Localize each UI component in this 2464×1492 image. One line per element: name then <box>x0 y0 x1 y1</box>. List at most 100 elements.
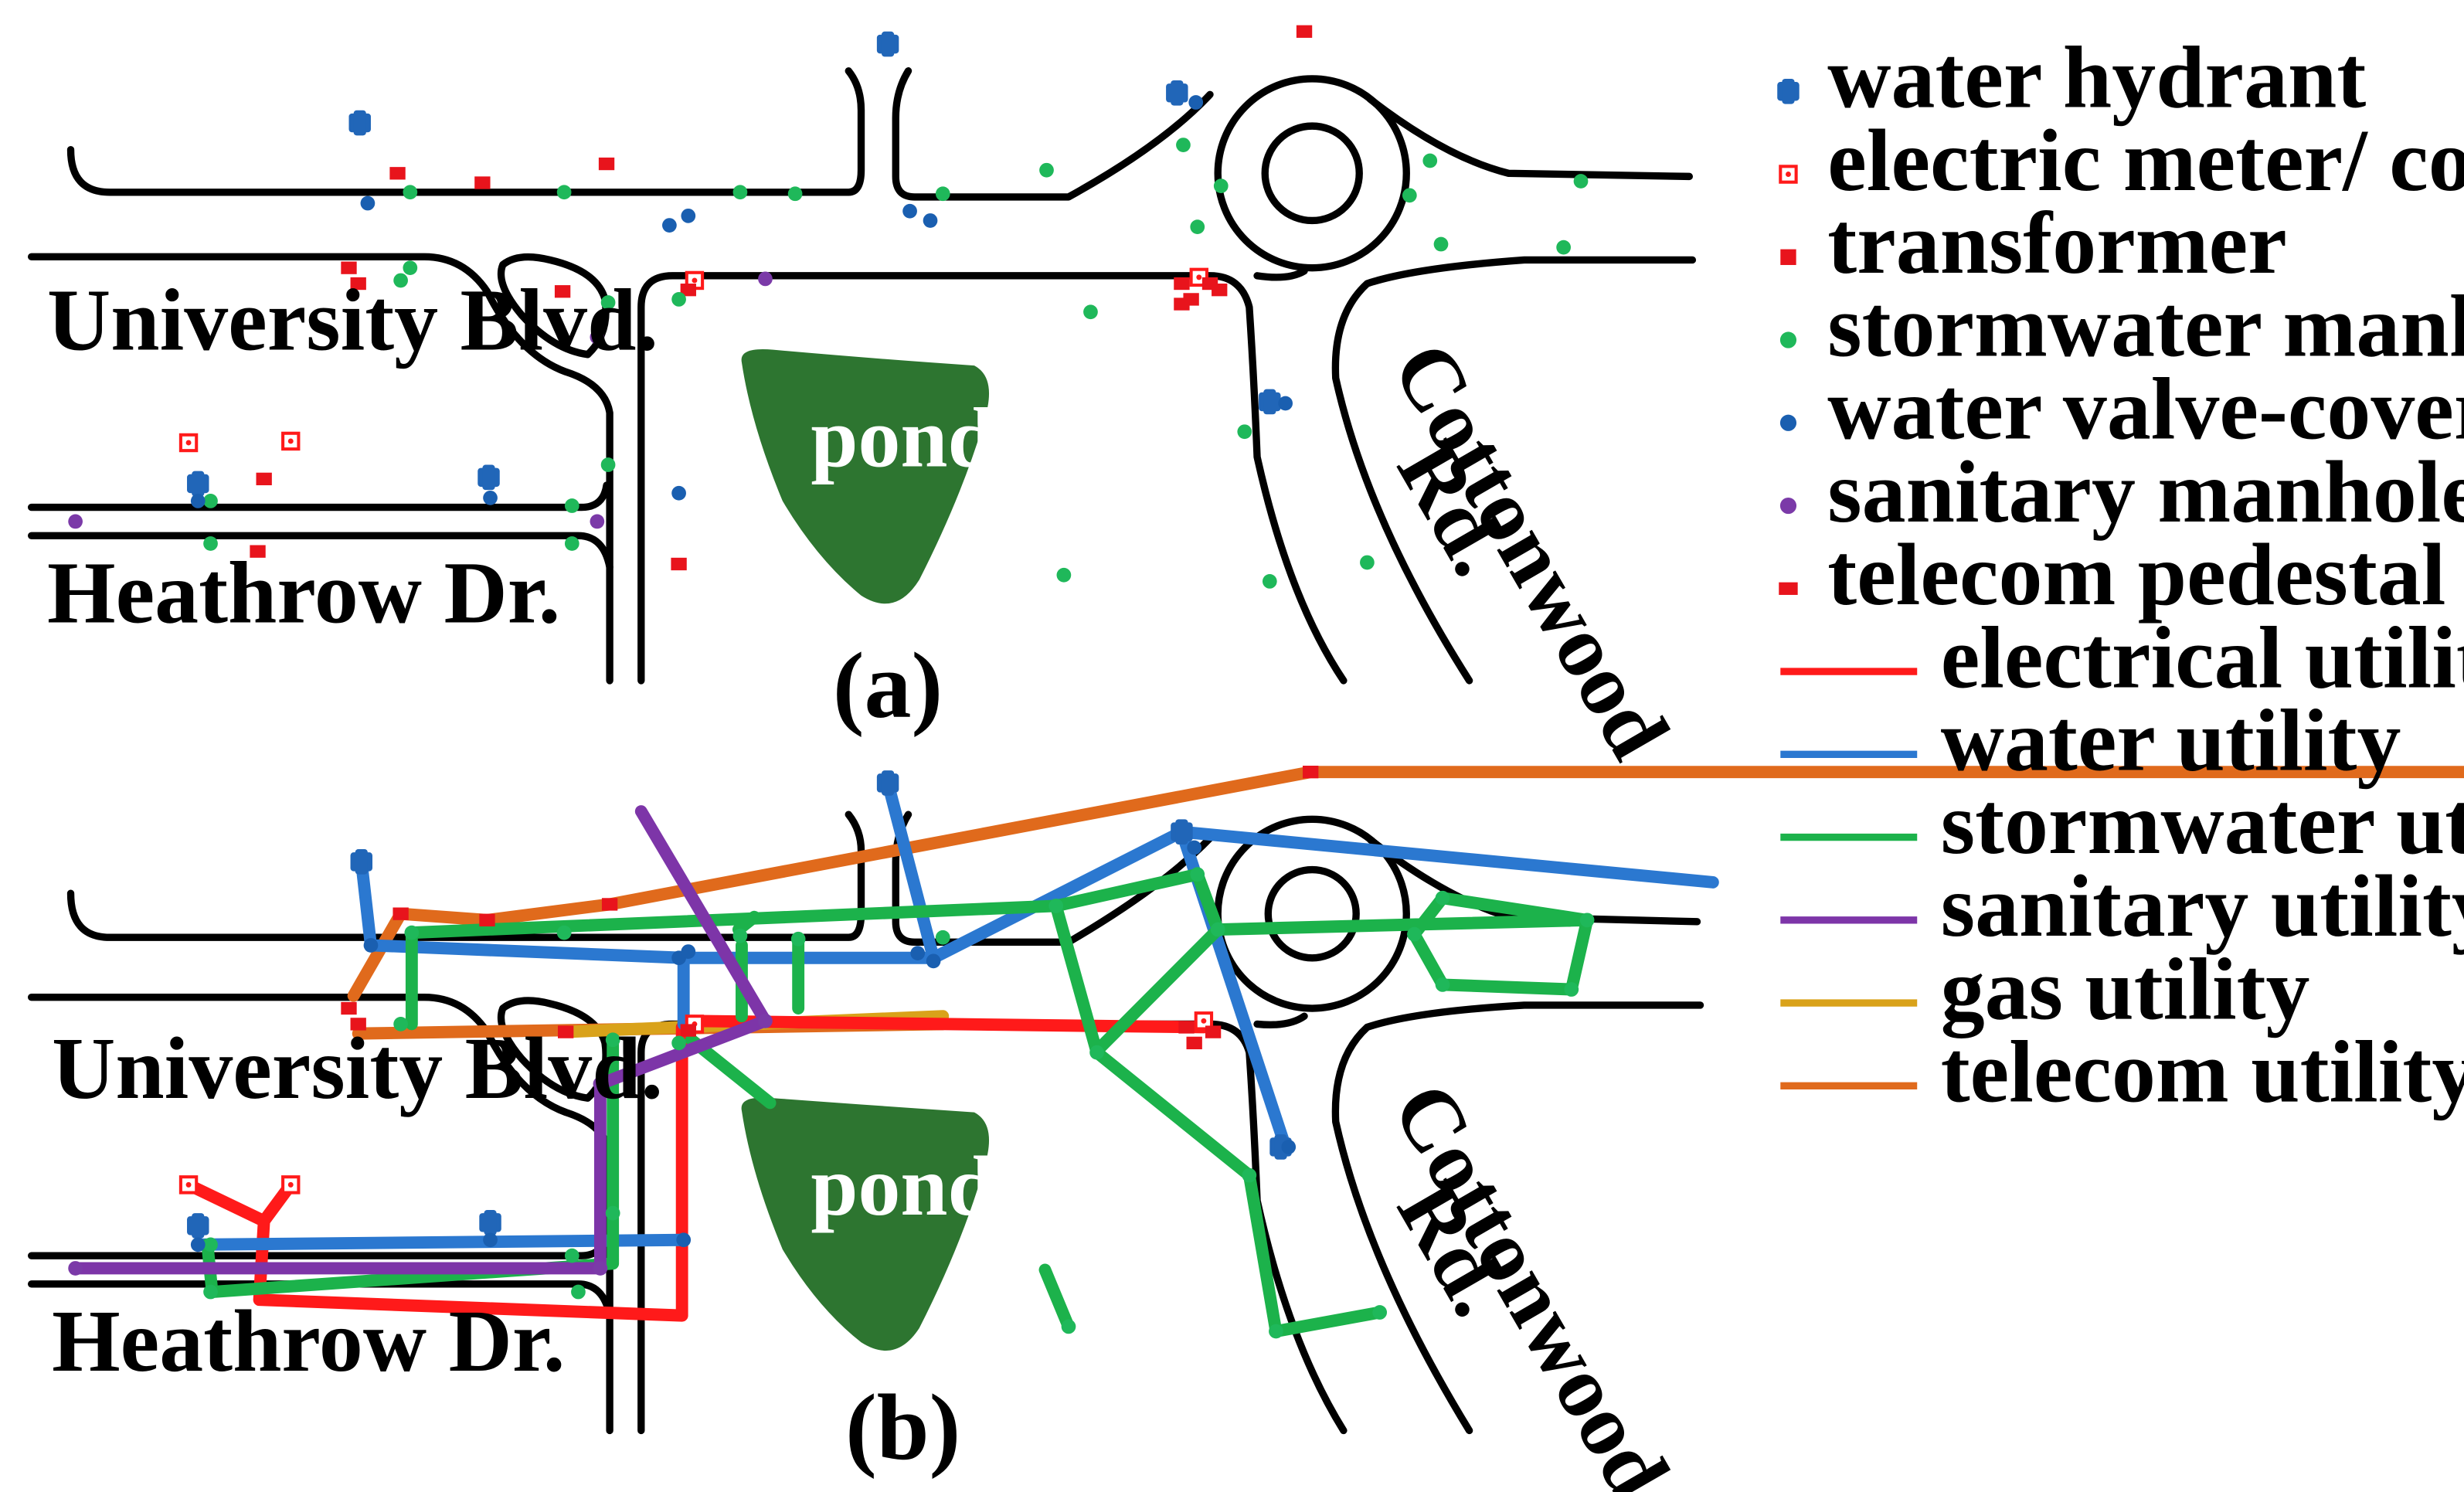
stormwater-manhole-icon <box>1407 926 1422 942</box>
sanitary-manhole-icon <box>758 271 773 287</box>
electric-meter-icon <box>178 1175 199 1195</box>
panel-label-a: (a) <box>833 634 943 738</box>
water-valve-cover-icon <box>926 953 941 969</box>
stormwater-manhole-icon <box>1039 162 1054 178</box>
stormwater-manhole-icon <box>1176 138 1191 152</box>
stormwater-manhole-icon <box>1242 1167 1257 1183</box>
stormwater-manhole-icon <box>1213 178 1229 193</box>
water-hydrant-icon <box>187 471 209 497</box>
water-valve-cover-icon <box>360 195 376 211</box>
sanitary-manhole-icon <box>1779 497 1797 515</box>
legend-label: telecom utility <box>1941 1023 2464 1121</box>
stormwater-manhole-icon <box>1422 153 1438 168</box>
stormwater-manhole-icon <box>393 1017 408 1031</box>
road-network <box>27 811 1704 1435</box>
legend-label: transformer <box>1827 194 2286 292</box>
transformer-icon <box>1174 297 1190 311</box>
transformer-icon <box>554 285 571 298</box>
water-valve-cover-icon <box>1779 414 1797 431</box>
transformer-icon <box>350 277 366 291</box>
legend-label: water valve-cover <box>1827 360 2464 458</box>
transformer-icon <box>601 898 618 911</box>
stormwater-manhole-icon <box>1237 424 1252 440</box>
legend-item-transformer: transformer <box>1780 194 2287 292</box>
sanitary-manhole-icon <box>590 514 605 529</box>
water-valve-cover-icon <box>190 1237 206 1252</box>
transformer-icon <box>474 176 491 189</box>
stormwater-manhole-icon <box>671 292 686 307</box>
water-valve-cover-icon <box>681 944 696 959</box>
stormwater-manhole-icon <box>1089 1045 1104 1060</box>
stormwater-manhole-icon <box>564 498 579 513</box>
pond-shape <box>741 1097 990 1351</box>
transformer-icon <box>1174 277 1190 291</box>
stormwater-manhole-icon <box>564 1248 579 1263</box>
legend-item-electric-meter: electric meter/ control box <box>1779 111 2464 209</box>
stormwater-manhole-icon <box>1048 899 1064 913</box>
panel-a-map <box>27 67 1697 685</box>
water-hydrant-icon <box>1166 80 1188 106</box>
road-label-university: University Blvd. <box>52 1019 663 1117</box>
electric-meter-icon <box>178 433 199 453</box>
stormwater-manhole-icon <box>1579 913 1595 928</box>
legend-label: telecom pedestal <box>1827 525 2445 624</box>
legend-label: stormwater manhole <box>1827 277 2464 375</box>
legend-label: stormwater utility <box>1941 774 2464 872</box>
transformer-icon <box>680 1024 696 1037</box>
legend-item-water-hydrant: water hydrant <box>1777 29 2366 127</box>
stormwater-manhole-icon <box>1056 567 1072 583</box>
stormwater-manhole-icon <box>790 931 806 947</box>
legend-item-telecom-pedestal: telecom pedestal <box>1779 525 2445 624</box>
legend-label: water utility <box>1941 692 2401 790</box>
legend-label: sanitary manhole <box>1827 443 2464 541</box>
stormwater-manhole-icon <box>564 536 579 551</box>
stormwater-manhole-icon <box>403 260 418 276</box>
legend-label: gas utility <box>1941 940 2310 1038</box>
transformer-icon <box>1296 25 1313 38</box>
water-valve-cover-icon <box>363 938 379 953</box>
stormwater-manhole-icon <box>393 273 408 288</box>
stormwater-manhole-icon <box>1564 982 1579 997</box>
stormwater-manhole-icon <box>1269 1324 1283 1339</box>
transformer-icon <box>1186 1036 1202 1050</box>
stormwater-manhole-icon <box>203 536 218 551</box>
water-valve-cover-icon <box>1281 1140 1297 1154</box>
pond-label: pond <box>811 390 994 484</box>
legend-item-telecom-utility: telecom utility <box>1780 1023 2464 1121</box>
panel-b-map <box>27 766 2464 1435</box>
stormwater-manhole-icon <box>1083 304 1098 320</box>
stormwater-manhole-icon <box>1190 867 1205 882</box>
transformer-icon <box>1780 249 1796 265</box>
sanitary-manhole-icon <box>593 1261 608 1276</box>
stormwater-manhole-icon <box>571 1284 586 1300</box>
sanitary-manhole-icon <box>590 329 605 345</box>
stormwater-manhole-icon <box>1061 1319 1076 1334</box>
sanitary-manhole-icon <box>68 514 83 529</box>
stormwater-manhole-icon <box>605 1032 620 1048</box>
road-network <box>27 67 1697 685</box>
electric-meter-icon <box>1194 1011 1214 1031</box>
water-valve-cover-icon <box>681 208 696 223</box>
transformer-icon <box>557 1025 574 1038</box>
stormwater-manhole-icon <box>1360 555 1375 570</box>
stormwater-manhole-icon <box>556 925 572 940</box>
water-hydrant-icon <box>876 770 899 796</box>
water-hydrant-icon <box>1777 78 1800 104</box>
stormwater-manhole-icon <box>1372 1305 1388 1320</box>
legend-item-sanitary-manhole: sanitary manhole <box>1779 443 2464 541</box>
transformer-icon <box>1212 284 1228 297</box>
stormwater-manhole-icon <box>1210 922 1225 937</box>
telecom-pedestal-icon <box>1779 582 1798 595</box>
sanitary-manhole-icon <box>68 1261 83 1276</box>
stormwater-manhole-icon <box>203 1284 218 1300</box>
transformer-icon <box>250 545 266 558</box>
water-valve-cover-icon <box>671 485 686 501</box>
transformer-icon <box>389 167 406 180</box>
water-hydrant-icon <box>350 849 373 875</box>
stormwater-manhole-icon <box>1779 331 1797 348</box>
pond-shape <box>741 348 990 604</box>
legend-label: water hydrant <box>1827 29 2366 127</box>
road-label-university: University Blvd. <box>47 271 658 369</box>
